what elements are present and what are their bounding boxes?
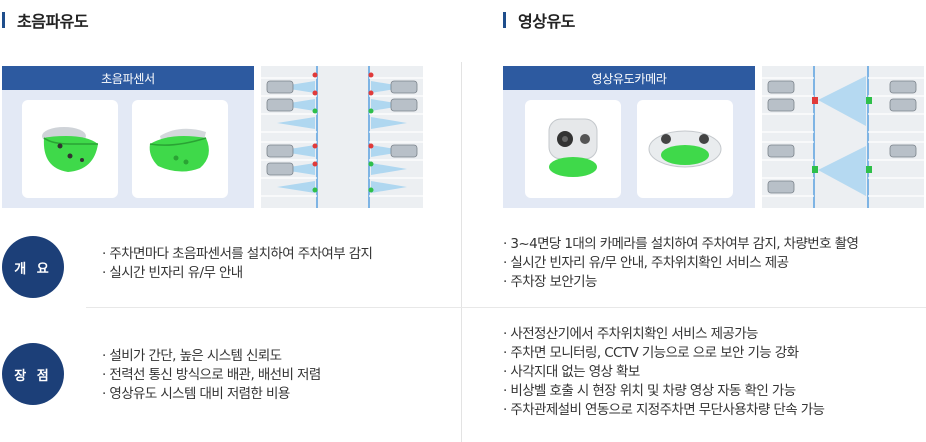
list-item: 3~4면당 1대의 카메라를 설치하여 주차여부 감지, 차량번호 촬영 xyxy=(503,235,858,254)
title-marker xyxy=(503,12,506,28)
list-item: 주차면 모니터링, CCTV 기능으로 으로 보안 기능 강화 xyxy=(503,344,824,363)
ultrasonic-sensor-icon xyxy=(42,127,98,172)
ultrasonic-title: 초음파유도 xyxy=(2,9,89,31)
video-camera-panel: 영상유도카메라 xyxy=(503,66,755,208)
video-parking-lot-diagram xyxy=(762,66,924,208)
parking-lot-diagram-icon xyxy=(261,66,423,208)
video-camera-image-2 xyxy=(637,100,733,198)
video-overview-list: 3~4면당 1대의 카메라를 설치하여 주차여부 감지, 차량번호 촬영 실시간… xyxy=(503,235,858,292)
title-marker xyxy=(2,12,5,28)
row-divider xyxy=(86,307,926,308)
video-panel-label: 영상유도카메라 xyxy=(503,66,755,90)
list-item: 비상벨 호출 시 현장 위치 및 차량 영상 자동 확인 가능 xyxy=(503,382,824,401)
ultrasonic-parking-lot-diagram xyxy=(261,66,423,208)
overview-badge: 개 요 xyxy=(2,236,64,298)
ultrasonic-title-text: 초음파유도 xyxy=(17,12,89,31)
ultrasonic-overview-list: 주차면마다 초음파센서를 설치하여 주차여부 감지 실시간 빈자리 유/무 안내 xyxy=(102,245,373,283)
ultrasonic-sensor-image-2 xyxy=(132,100,228,198)
video-camera-image-1 xyxy=(525,100,621,198)
advantages-label: 장 점 xyxy=(14,368,52,384)
camera-sensor-icon xyxy=(548,118,598,177)
ultrasonic-sensor-image-1 xyxy=(22,100,118,198)
video-title: 영상유도 xyxy=(503,9,575,31)
ultrasonic-sensor-panel: 초음파센서 xyxy=(2,66,254,208)
list-item: 주차면마다 초음파센서를 설치하여 주차여부 감지 xyxy=(102,245,373,264)
list-item: 사전정산기에서 주차위치확인 서비스 제공가능 xyxy=(503,325,824,344)
list-item: 주차장 보안기능 xyxy=(503,273,858,292)
parking-lot-diagram-icon xyxy=(762,66,924,208)
ultrasonic-panel-label: 초음파센서 xyxy=(2,66,254,90)
list-item: 실시간 빈자리 유/무 안내 xyxy=(102,264,372,283)
list-item: 실시간 빈자리 유/무 안내, 주차위치확인 서비스 제공 xyxy=(503,254,858,273)
list-item: 사각지대 없는 영상 확보 xyxy=(503,363,824,382)
overview-label: 개 요 xyxy=(14,261,52,277)
column-divider xyxy=(461,62,462,442)
video-title-text: 영상유도 xyxy=(518,12,575,31)
list-item: 설비가 간단, 높은 시스템 신뢰도 xyxy=(102,347,321,366)
list-item: 영상유도 시스템 대비 저렴한 비용 xyxy=(102,385,321,404)
advantages-badge: 장 점 xyxy=(2,343,64,405)
ultrasonic-sensor-icon xyxy=(149,128,209,172)
camera-sensor-icon xyxy=(648,130,722,168)
list-item: 전력선 통신 방식으로 배관, 배선비 저렴 xyxy=(102,366,321,385)
video-advantages-list: 사전정산기에서 주차위치확인 서비스 제공가능 주차면 모니터링, CCTV 기… xyxy=(503,325,825,420)
ultrasonic-advantages-list: 설비가 간단, 높은 시스템 신뢰도 전력선 통신 방식으로 배관, 배선비 저… xyxy=(102,347,321,404)
list-item: 주차관제설비 연동으로 지정주차면 무단사용차량 단속 가능 xyxy=(503,401,825,420)
